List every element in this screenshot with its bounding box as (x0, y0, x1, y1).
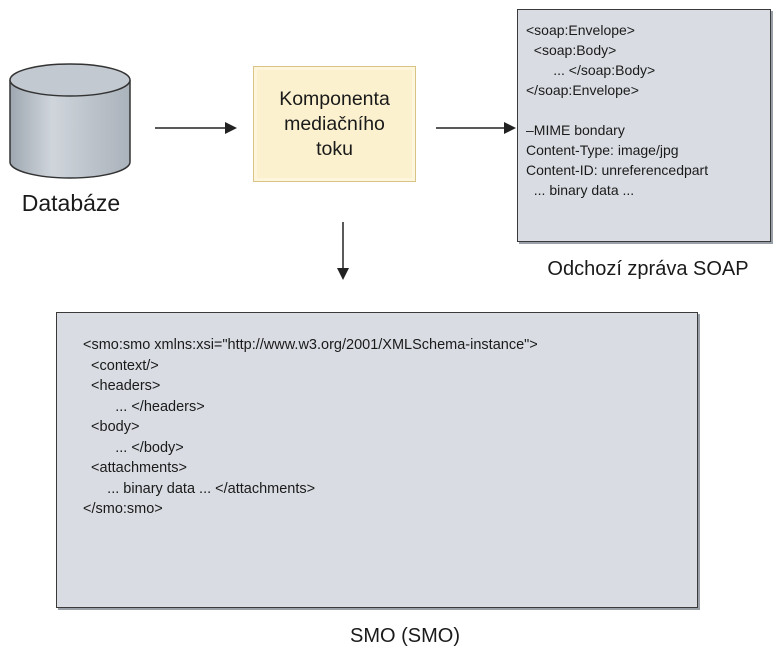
soap-line: <soap:Envelope> (526, 22, 635, 38)
soap-caption: Odchozí zpráva SOAP (547, 258, 749, 280)
smo-line: <body> (83, 419, 140, 435)
smo-line: <headers> (83, 378, 161, 394)
smo-line: <smo:smo xmlns:xsi="http://www.w3.org/20… (83, 337, 538, 353)
soap-line: Content-Type: image/jpg (526, 142, 679, 158)
smo-line: <context/> (83, 357, 159, 374)
arrow-right-icon (436, 122, 516, 134)
smo-box: <smo:smo xmlns:xsi="http://www.w3.org/20… (56, 312, 698, 608)
soap-line: –MIME bondary (526, 122, 625, 138)
database-label: Databáze (21, 190, 121, 216)
smo-line: ... binary data ... </attachments> (83, 480, 316, 497)
soap-line: </soap:Envelope> (526, 82, 639, 98)
soap-line: ... </soap:Body> (526, 62, 656, 78)
smo-line: ... </body> (83, 439, 184, 456)
database-cylinder-icon (9, 63, 131, 179)
smo-caption: SMO (SMO) (350, 625, 460, 647)
arrow-right-icon (155, 122, 237, 134)
soap-line: Content-ID: unreferencedpart (526, 162, 709, 178)
smo-line: ... </headers> (83, 398, 205, 415)
smo-line: </smo:smo> (83, 501, 163, 517)
component-label: Komponenta mediačního toku (279, 87, 390, 160)
arrow-down-icon (337, 222, 349, 280)
smo-line: <attachments> (83, 460, 187, 476)
soap-line: ... binary data ... (526, 182, 635, 198)
mediation-flow-component: Komponenta mediačního toku (253, 66, 416, 182)
soap-line: <soap:Body> (526, 42, 617, 58)
soap-message-box: <soap:Envelope> <soap:Body> ... </soap:B… (517, 9, 771, 242)
